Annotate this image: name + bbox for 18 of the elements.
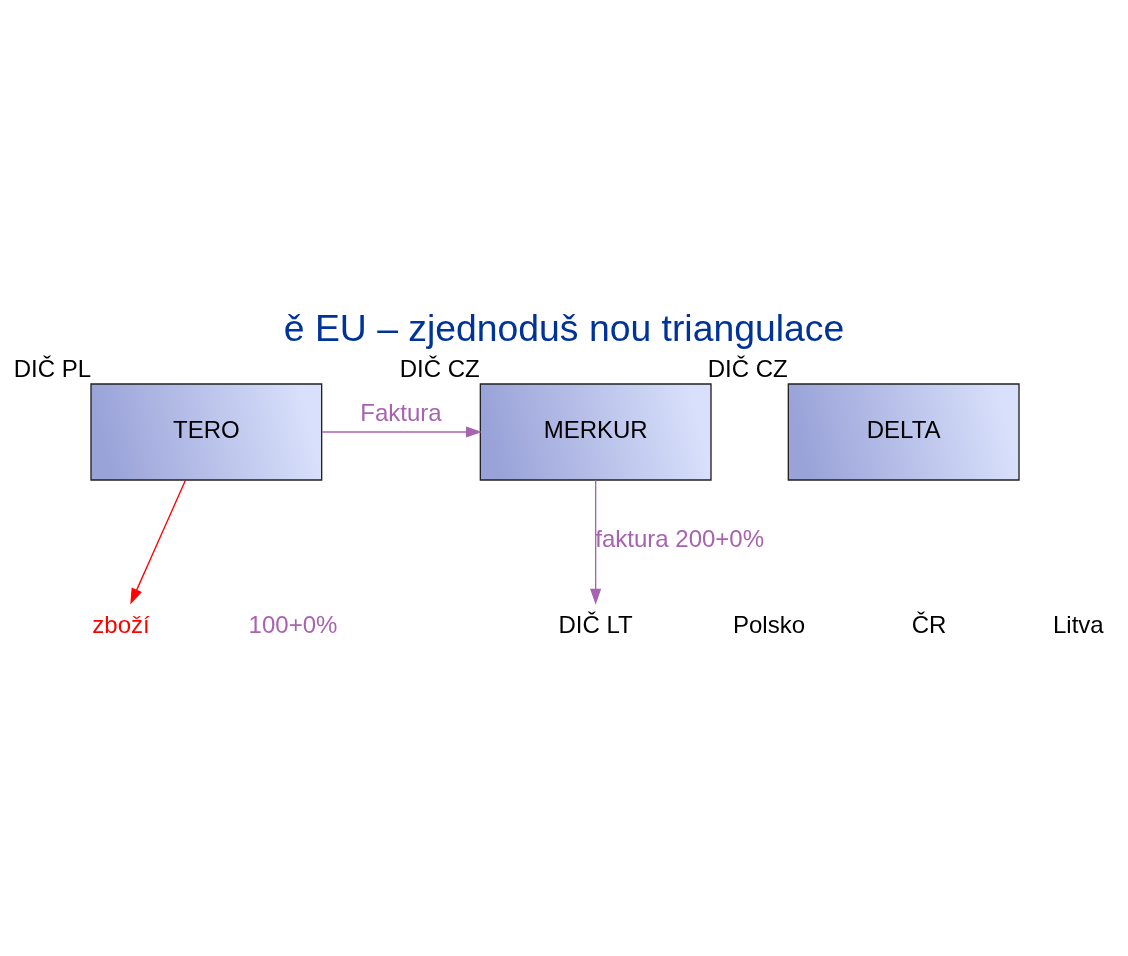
node-box: DELTA xyxy=(787,383,1020,481)
label: ČR xyxy=(911,610,947,638)
label: Polsko xyxy=(732,610,806,638)
arrow xyxy=(130,479,187,605)
arrow xyxy=(321,426,483,438)
node-label: DIČ PL xyxy=(13,354,92,382)
node-label: DIČ CZ xyxy=(399,354,480,382)
node-text: zboží xyxy=(92,610,150,638)
edge-label: faktura 200+0% xyxy=(595,525,765,553)
node-box: MERKUR xyxy=(479,383,712,481)
arrow xyxy=(590,479,602,605)
label: Litva xyxy=(1052,610,1104,638)
node-text: DIČ LT xyxy=(558,610,633,638)
label: 100+0% xyxy=(248,610,338,638)
edge-label: Faktura xyxy=(360,398,442,426)
node-box: TERO xyxy=(90,383,323,481)
diagram-title: ě EU – zjednoduš nou triangulace xyxy=(283,306,845,349)
node-label: DIČ CZ xyxy=(707,354,788,382)
